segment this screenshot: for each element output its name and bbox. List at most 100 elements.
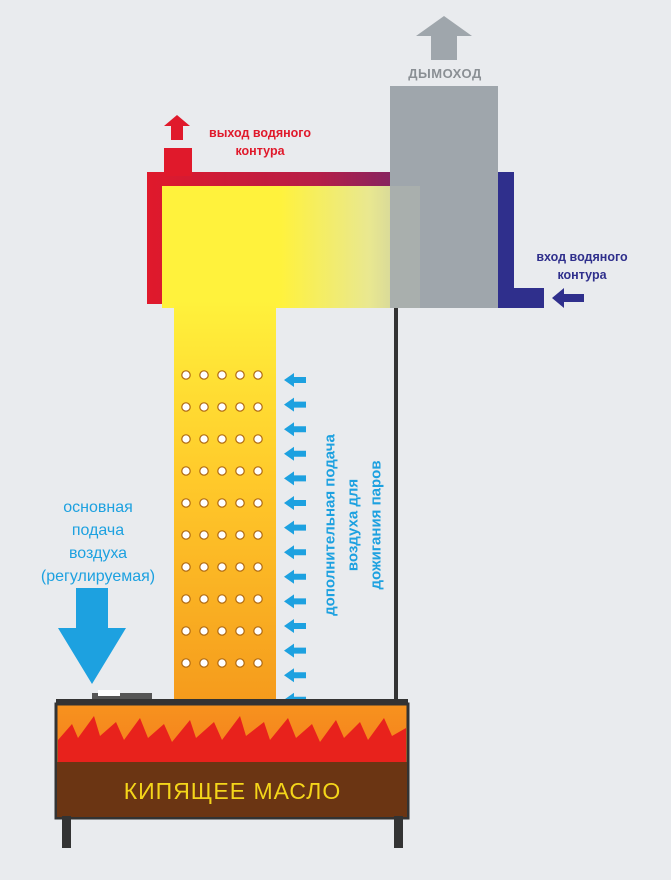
perforation-hole [199, 626, 209, 636]
perforation-hole [199, 370, 209, 380]
main-air-arrow-icon [58, 588, 126, 684]
perforation-hole [253, 498, 263, 508]
perforation-hole [181, 594, 191, 604]
perforation-hole [181, 370, 191, 380]
burner-pan-lid [56, 699, 408, 705]
perforation-hole [181, 626, 191, 636]
perforation-hole [199, 434, 209, 444]
perforation-hole [235, 434, 245, 444]
perforation-hole [235, 498, 245, 508]
secondary-air-arrow-icon [284, 496, 306, 510]
perforation-hole [199, 498, 209, 508]
perforation-hole [217, 530, 227, 540]
burner-leg-right [394, 816, 403, 848]
secondary-air-arrow-icon [284, 373, 306, 387]
main-air-label-line1: основная [63, 499, 133, 516]
perforation-hole [253, 658, 263, 668]
perforation-hole [253, 370, 263, 380]
perforation-hole [253, 434, 263, 444]
secondary-air-label-line3: дожигания паров [367, 460, 385, 590]
perforation-hole [217, 370, 227, 380]
perforation-hole [217, 594, 227, 604]
secondary-air-arrows [284, 373, 306, 707]
secondary-air-arrow-icon [284, 569, 306, 584]
perforation-hole [217, 658, 227, 668]
water-inlet-label: вход водяного контура [522, 248, 642, 284]
perforation-hole [199, 466, 209, 476]
perforation-hole [235, 370, 245, 380]
perforation-hole [199, 530, 209, 540]
secondary-air-label-line1: дополнительная подача [321, 434, 339, 616]
water-outlet-arrow-icon [164, 115, 190, 140]
perforation-hole [217, 434, 227, 444]
water-jacket-right-side [496, 172, 514, 308]
boiling-oil-label: КИПЯЩЕЕ МАСЛО [123, 778, 342, 804]
perforation-hole [181, 658, 191, 668]
perforation-hole [217, 402, 227, 412]
water-inlet-pipe [496, 288, 544, 308]
perforation-hole [253, 530, 263, 540]
perforation-hole [181, 402, 191, 412]
secondary-air-label: дополнительная подача воздуха для дожига… [318, 400, 388, 650]
perforation-hole [199, 658, 209, 668]
secondary-air-arrow-icon [284, 446, 306, 461]
main-air-label-line4: (регулируемая) [40, 568, 156, 585]
chimney-label: ДЫМОХОД [408, 66, 482, 81]
perforation-hole [181, 434, 191, 444]
water-inlet-label-line2: контура [557, 268, 607, 282]
perforation-hole [235, 658, 245, 668]
perforation-hole [181, 466, 191, 476]
perforation-hole [199, 402, 209, 412]
perforation-hole [217, 498, 227, 508]
main-air-label-line3: воздуха [68, 545, 128, 562]
secondary-air-arrow-icon [284, 668, 306, 683]
secondary-air-arrow-icon [284, 643, 306, 658]
perforation-hole [199, 594, 209, 604]
perforation-hole [235, 530, 245, 540]
perforation-hole [253, 594, 263, 604]
main-air-label-line2: подача [71, 522, 125, 539]
boiling-oil-layer [57, 762, 407, 817]
perforation-holes [181, 370, 263, 668]
water-inlet-label-line1: вход водяного [536, 250, 628, 264]
chimney-blend [390, 186, 420, 308]
perforation-hole [217, 562, 227, 572]
secondary-air-label-line2: воздуха для [344, 478, 362, 572]
water-outlet-label-line2: контура [235, 144, 285, 158]
perforation-hole [235, 402, 245, 412]
water-outlet-pipe [164, 148, 192, 176]
perforation-hole [253, 562, 263, 572]
perforation-hole [253, 466, 263, 476]
burner-leg-left [62, 816, 71, 848]
perforation-hole [217, 626, 227, 636]
secondary-air-arrow-icon [284, 619, 306, 633]
chimney-arrow-icon [416, 16, 472, 60]
secondary-air-arrow-icon [284, 397, 306, 412]
perforation-hole [253, 626, 263, 636]
air-intake-slot [98, 690, 120, 696]
perforation-hole [253, 402, 263, 412]
support-rod [394, 308, 398, 704]
perforation-hole [235, 466, 245, 476]
perforation-hole [235, 626, 245, 636]
secondary-air-arrow-icon [284, 422, 306, 437]
air-intake-cap [92, 693, 152, 701]
perforation-hole [217, 466, 227, 476]
perforation-hole [235, 594, 245, 604]
secondary-air-arrow-icon [284, 545, 306, 560]
perforation-hole [235, 562, 245, 572]
secondary-air-arrow-icon [284, 520, 306, 535]
secondary-air-arrow-icon [284, 471, 306, 486]
perforation-hole [181, 498, 191, 508]
perforation-hole [199, 562, 209, 572]
main-air-label: основная подача воздуха (регулируемая) [28, 496, 168, 588]
water-inlet-arrow-icon [552, 288, 584, 308]
flames [58, 716, 406, 768]
perforation-hole [181, 562, 191, 572]
water-outlet-label: выход водяного контура [190, 124, 330, 160]
perforation-hole [181, 530, 191, 540]
water-outlet-label-line1: выход водяного [209, 126, 311, 140]
secondary-air-arrow-icon [284, 594, 306, 609]
